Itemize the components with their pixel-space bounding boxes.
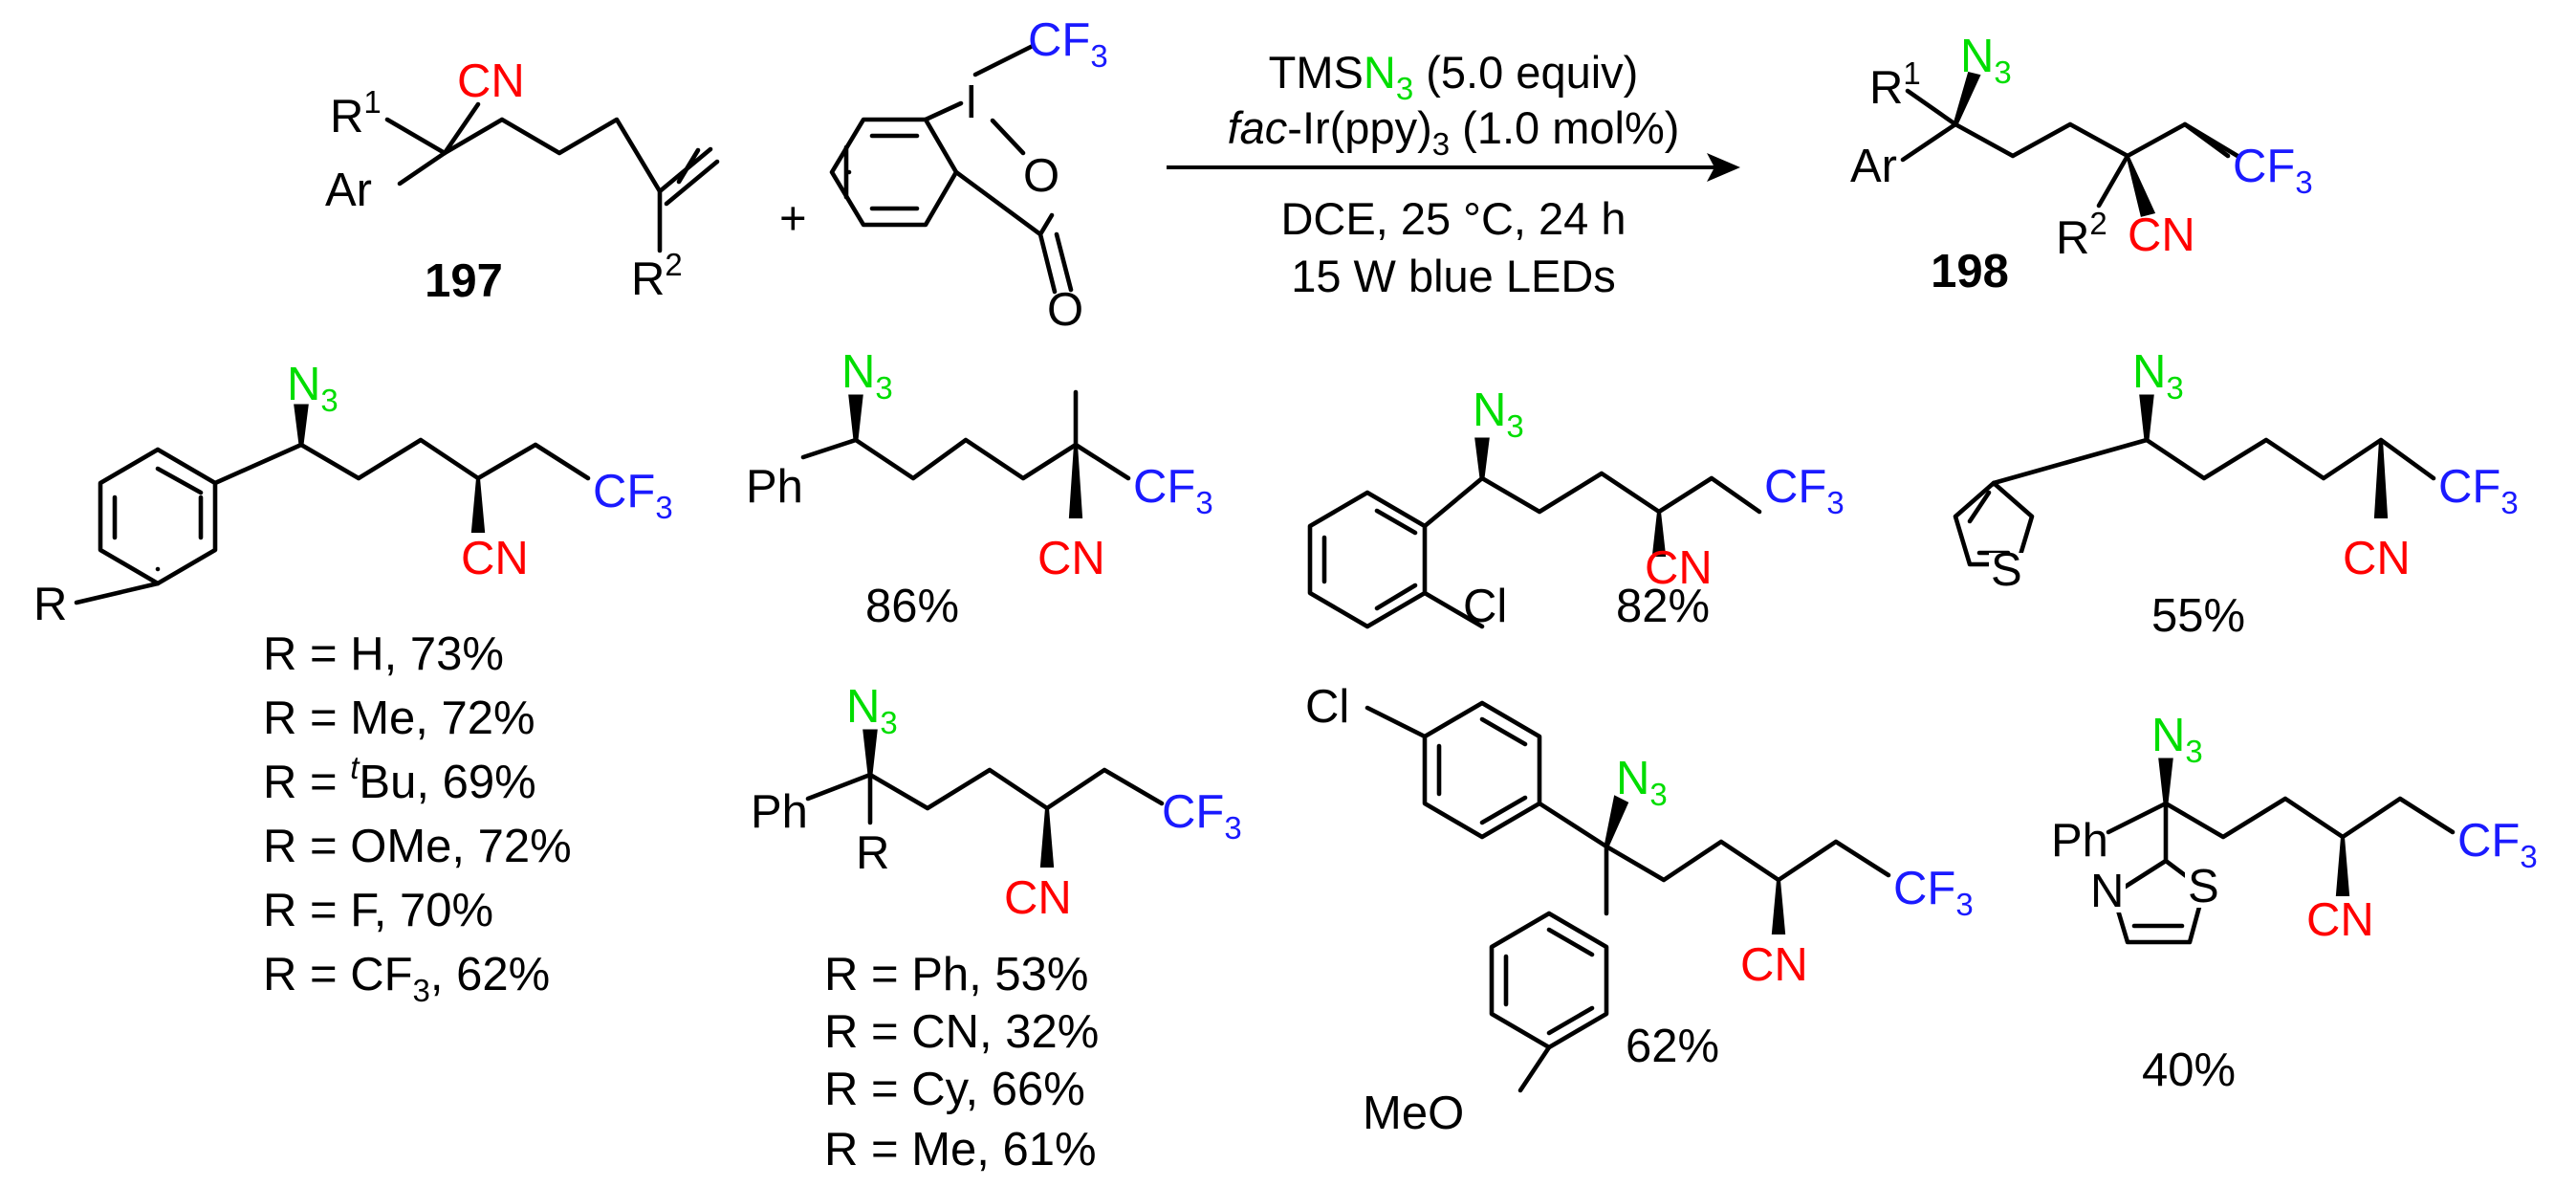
scope-entry-diaryl: Cl N3 CF3 CN 62% MeO — [1305, 681, 1974, 1139]
entry1-row-4: R = OMe, 72% — [263, 821, 572, 872]
carbonyl-oxygen-label: O — [1047, 284, 1083, 336]
entry2-cn-label: CN — [1037, 533, 1105, 584]
entry6-meo-label: MeO — [1363, 1088, 1464, 1139]
entry1-cf3-label: CF3 — [593, 466, 673, 525]
entry2-azide-label: N3 — [841, 346, 893, 406]
cf3-label: CF3 — [1028, 14, 1108, 74]
entry1-row-6: R = CF3, 62% — [263, 949, 550, 1008]
scope-entry-ortho-chloro: N3 CF3 CN Cl 82% — [1307, 385, 1845, 632]
entry3-cl-label: Cl — [1463, 581, 1507, 632]
entry5-row-2: R = CN, 32% — [824, 1006, 1099, 1058]
substrate-number: 197 — [425, 255, 503, 307]
scope-entry-thiazole: N3 Ph S N CF3 CN 40% — [2051, 710, 2538, 1096]
entry1-row-1: R = H, 73% — [263, 628, 504, 680]
entry4-yield: 55% — [2151, 590, 2245, 642]
entry1-row-3: R = tBu, 69% — [263, 750, 536, 808]
entry3-azide-label: N3 — [1473, 385, 1524, 444]
entry5-cf3-label: CF3 — [1162, 786, 1242, 846]
entry3-yield: 82% — [1616, 581, 1710, 632]
entry7-ph-label: Ph — [2051, 815, 2108, 867]
entry6-yield: 62% — [1626, 1021, 1719, 1072]
entry7-cn-label: CN — [2306, 894, 2374, 946]
entry7-cf3-label: CF3 — [2457, 815, 2538, 874]
togni-reagent-structure: I O O CF3 — [829, 14, 1108, 336]
entry3-cf3-label: CF3 — [1764, 461, 1845, 520]
r1-label: R1 — [330, 84, 382, 143]
r2-label: R2 — [631, 247, 683, 305]
entry5-r-label: R — [856, 827, 889, 879]
reaction-conditions: TMSN3 (5.0 equiv) fac-Ir(ppy)3 (1.0 mol%… — [1228, 47, 1680, 301]
entry4-cf3-label: CF3 — [2438, 461, 2519, 520]
entry5-row-4: R = Me, 61% — [824, 1124, 1097, 1176]
entry1-row-2: R = Me, 72% — [263, 692, 535, 744]
scope-entry-quaternary: N3 Ph R CF3 CN R = Ph, 53% R = CN, 32% R… — [751, 681, 1242, 1176]
condition-reagent: TMSN3 (5.0 equiv) — [1269, 47, 1639, 106]
entry7-n-label: N — [2090, 866, 2124, 917]
entry6-cn-label: CN — [1740, 939, 1808, 991]
entry4-s-label: S — [1991, 544, 2022, 596]
entry2-yield: 86% — [865, 581, 959, 632]
entry3-cn-label: CN — [1645, 542, 1713, 594]
scope-entry-aryl: N3 CF3 CN R R = H, 73% R = Me, 72% R = t… — [33, 359, 673, 1008]
entry6-cf3-label: CF3 — [1893, 863, 1974, 922]
reaction-arrow — [1167, 153, 1740, 182]
entry1-cn-label: CN — [461, 533, 529, 584]
entry5-row-3: R = Cy, 66% — [824, 1064, 1085, 1115]
entry1-azide-label: N3 — [287, 359, 338, 418]
entry5-azide-label: N3 — [846, 681, 898, 740]
product-number: 198 — [1931, 246, 2009, 297]
entry7-s-label: S — [2188, 861, 2219, 912]
scope-entry-thiophene: S N3 CF3 CN 55% — [1953, 346, 2519, 642]
entry2-cf3-label: CF3 — [1133, 461, 1213, 520]
entry1-row-5: R = F, 70% — [263, 885, 493, 936]
product-ar-label: Ar — [1850, 141, 1897, 192]
ar-label: Ar — [325, 165, 372, 216]
condition-solvent-temp-time: DCE, 25 °C, 24 h — [1280, 193, 1626, 244]
product-198-structure: R1 N3 Ar CF3 R2 CN 198 — [1850, 31, 2313, 297]
entry1-r-label: R — [33, 579, 67, 630]
entry4-cn-label: CN — [2343, 533, 2411, 584]
entry6-cl-label: Cl — [1305, 681, 1349, 733]
product-cf3-label: CF3 — [2233, 141, 2313, 200]
entry2-ph-label: Ph — [746, 461, 803, 513]
entry6-azide-label: N3 — [1616, 753, 1668, 812]
product-cn-label: CN — [2128, 209, 2195, 261]
iodine-label: I — [965, 77, 978, 128]
cn-group-label: CN — [457, 55, 525, 107]
plus-sign: + — [779, 193, 807, 245]
product-r2-label: R2 — [2056, 206, 2107, 264]
condition-light: 15 W blue LEDs — [1291, 251, 1616, 301]
ring-oxygen-label: O — [1023, 150, 1059, 202]
entry4-azide-label: N3 — [2132, 346, 2184, 406]
entry7-azide-label: N3 — [2151, 710, 2203, 769]
entry5-ph-label: Ph — [751, 786, 808, 838]
entry7-yield: 40% — [2142, 1044, 2236, 1096]
product-r1-label: R1 — [1869, 55, 1921, 114]
substrate-197-structure: R1 CN Ar R2 197 — [325, 55, 720, 307]
product-azide-label: N3 — [1960, 31, 2012, 90]
entry5-cn-label: CN — [1004, 872, 1072, 924]
condition-catalyst: fac-Ir(ppy)3 (1.0 mol%) — [1228, 102, 1680, 162]
scope-entry-methyl: N3 Ph CF3 CN 86% — [746, 346, 1213, 632]
entry5-row-1: R = Ph, 53% — [824, 949, 1088, 1000]
